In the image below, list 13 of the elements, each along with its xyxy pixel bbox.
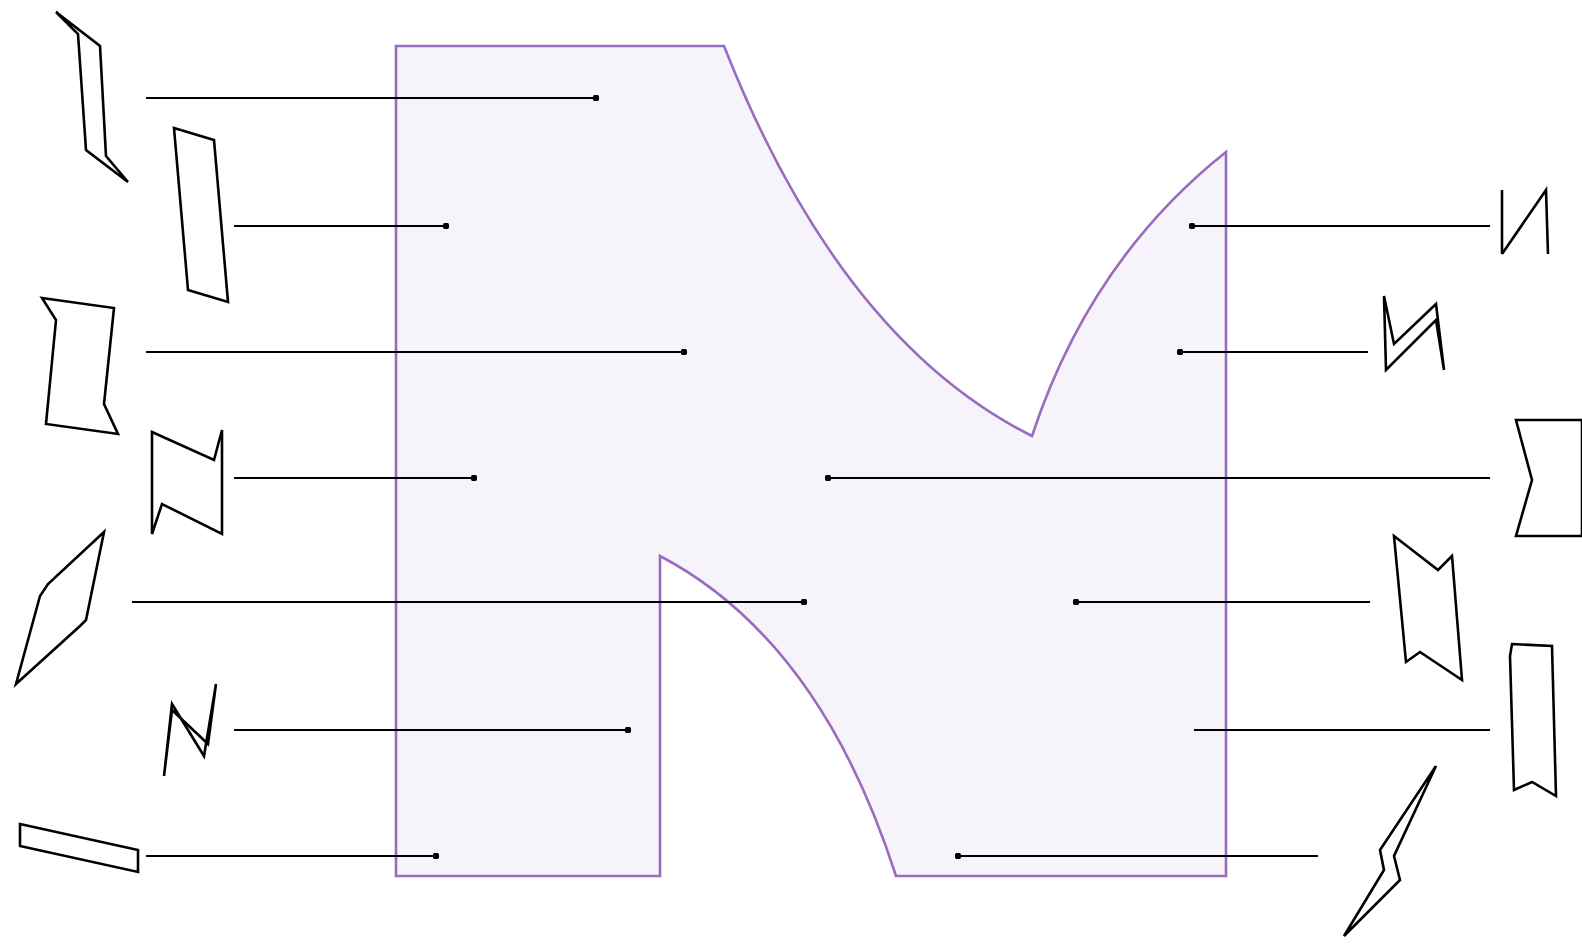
leader-line bbox=[132, 598, 808, 606]
leader-line bbox=[234, 222, 450, 230]
leader-line bbox=[146, 852, 440, 860]
leader-line bbox=[234, 726, 632, 734]
leader-line bbox=[146, 348, 688, 356]
leader-line bbox=[954, 852, 1318, 860]
leader-line bbox=[1194, 728, 1490, 732]
leader-line bbox=[1188, 222, 1490, 230]
leader-line bbox=[146, 94, 600, 102]
leader-line bbox=[1176, 348, 1368, 356]
leader-line bbox=[824, 474, 1490, 482]
leader-line bbox=[1072, 598, 1370, 606]
leader-line bbox=[234, 474, 478, 482]
